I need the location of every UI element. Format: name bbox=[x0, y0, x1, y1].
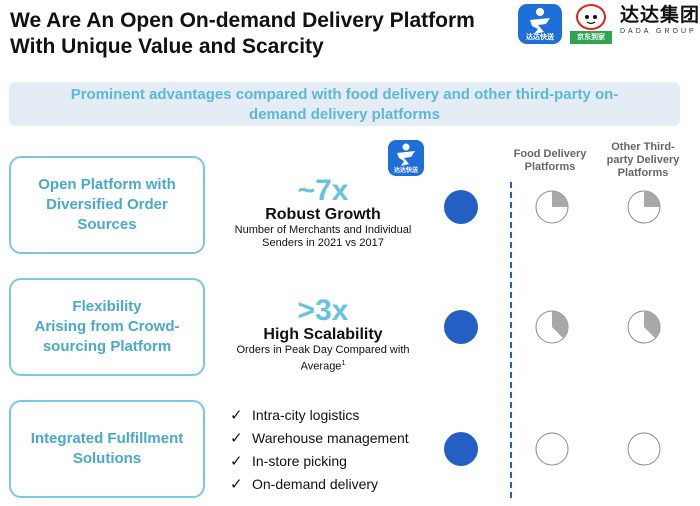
dada-column-logo-label: 达达快送 bbox=[393, 168, 418, 174]
checklist-item-label: Intra-city logistics bbox=[252, 406, 360, 423]
pie-slice bbox=[552, 311, 568, 339]
banner-line-1: Prominent advantages compared with food … bbox=[70, 86, 619, 103]
feature-1-line-2: Diversified Order bbox=[46, 196, 168, 213]
other-header-line-3: Platforms bbox=[617, 167, 669, 179]
checklist-item-label: In-store picking bbox=[252, 452, 347, 469]
feature-flexibility: Flexibility Arising from Crowd- sourcing… bbox=[9, 278, 205, 376]
list-item: ✓ Warehouse management bbox=[230, 426, 430, 449]
courier-icon bbox=[530, 8, 550, 34]
dada-logo: 达达快送 bbox=[518, 4, 562, 44]
list-item: ✓ In-store picking bbox=[230, 449, 430, 472]
metric-1-desc-line-1: Number of Merchants and Individual bbox=[234, 224, 412, 236]
food-rating-pie-row-1 bbox=[535, 190, 569, 224]
pie-outline bbox=[627, 432, 661, 466]
feature-2-line-2: Arising from Crowd- bbox=[34, 318, 180, 335]
other-header-line-1: Other Third- bbox=[611, 141, 675, 153]
jd-daojia-logo: 京东到家 bbox=[570, 4, 612, 44]
dada-column-logo: 达达快送 bbox=[388, 140, 424, 176]
pie-slice bbox=[644, 311, 660, 339]
checkmark-icon: ✓ bbox=[230, 429, 243, 447]
list-item: ✓ Intra-city logistics bbox=[230, 403, 430, 426]
list-item: ✓ On-demand delivery bbox=[230, 472, 430, 495]
metric-2-desc-line-2: Average1 bbox=[230, 357, 416, 374]
checklist-item-label: On-demand delivery bbox=[252, 475, 379, 492]
metric-robust-growth: ~7x Robust Growth Number of Merchants an… bbox=[230, 176, 416, 250]
dada-full-rating-dot bbox=[444, 432, 478, 466]
feature-3-line-1: Integrated Fulfillment bbox=[30, 430, 184, 447]
feature-2-line-1: Flexibility bbox=[72, 298, 142, 315]
food-header-line-1: Food Delivery bbox=[513, 148, 587, 160]
footnote-marker: 1 bbox=[341, 360, 346, 367]
metric-1-heading: Robust Growth bbox=[265, 206, 381, 223]
checkmark-icon: ✓ bbox=[230, 452, 243, 470]
metric-2-value: >3x bbox=[297, 294, 349, 327]
dada-logo-label: 达达快送 bbox=[526, 34, 554, 41]
comparison-banner: Prominent advantages compared with food … bbox=[9, 82, 680, 126]
checklist-item-label: Warehouse management bbox=[252, 429, 409, 446]
food-header-line-2: Platforms bbox=[524, 161, 576, 173]
metric-2-desc-text: Average bbox=[300, 360, 342, 373]
dada-full-rating-dot bbox=[444, 190, 478, 224]
title-line-2: With Unique Value and Scarcity bbox=[10, 35, 324, 58]
pie-slice bbox=[552, 191, 568, 207]
title-line-1: We Are An Open On-demand Delivery Platfo… bbox=[10, 9, 475, 32]
page-title: We Are An Open On-demand Delivery Platfo… bbox=[10, 8, 510, 60]
banner-line-2: demand delivery platforms bbox=[249, 106, 440, 123]
checkmark-icon: ✓ bbox=[230, 475, 243, 493]
other-rating-pie-row-2 bbox=[627, 310, 661, 344]
other-rating-pie-row-3 bbox=[627, 432, 661, 466]
dada-full-rating-dot bbox=[444, 310, 478, 344]
group-name-en: DADA GROUP bbox=[620, 28, 697, 35]
feature-1-line-1: Open Platform with bbox=[38, 176, 176, 193]
jd-logo-label: 京东到家 bbox=[570, 31, 612, 44]
column-header-food-delivery: Food Delivery Platforms bbox=[510, 148, 590, 174]
feature-3-line-2: Solutions bbox=[72, 450, 142, 467]
metric-2-desc-line-1: Orders in Peak Day Compared with bbox=[236, 344, 410, 356]
metric-2-heading: High Scalability bbox=[263, 326, 383, 343]
dog-mascot-icon bbox=[576, 4, 606, 30]
food-rating-pie-row-3 bbox=[535, 432, 569, 466]
metric-high-scalability: >3x High Scalability Orders in Peak Day … bbox=[230, 296, 416, 374]
feature-open-platform: Open Platform with Diversified Order Sou… bbox=[9, 156, 205, 254]
other-rating-pie-row-1 bbox=[627, 190, 661, 224]
metric-1-desc-line-2: Senders in 2021 vs 2017 bbox=[262, 237, 384, 249]
dada-group-logo: 达达集团 DADA GROUP bbox=[620, 4, 700, 44]
column-divider bbox=[510, 182, 512, 498]
pie-outline bbox=[535, 432, 569, 466]
group-name-cn: 达达集团 bbox=[620, 5, 700, 26]
pie-slice bbox=[644, 191, 660, 207]
feature-integrated-fulfillment: Integrated Fulfillment Solutions bbox=[9, 400, 205, 498]
checkmark-icon: ✓ bbox=[230, 406, 243, 424]
other-header-line-2: party Delivery bbox=[606, 154, 680, 166]
column-header-other-third-party: Other Third- party Delivery Platforms bbox=[598, 141, 688, 180]
food-rating-pie-row-2 bbox=[535, 310, 569, 344]
courier-icon bbox=[397, 143, 415, 166]
feature-2-line-3: sourcing Platform bbox=[42, 338, 172, 355]
feature-1-line-3: Sources bbox=[77, 216, 137, 233]
metric-1-value: ~7x bbox=[297, 174, 349, 207]
solutions-checklist: ✓ Intra-city logistics ✓ Warehouse managem… bbox=[230, 403, 430, 495]
